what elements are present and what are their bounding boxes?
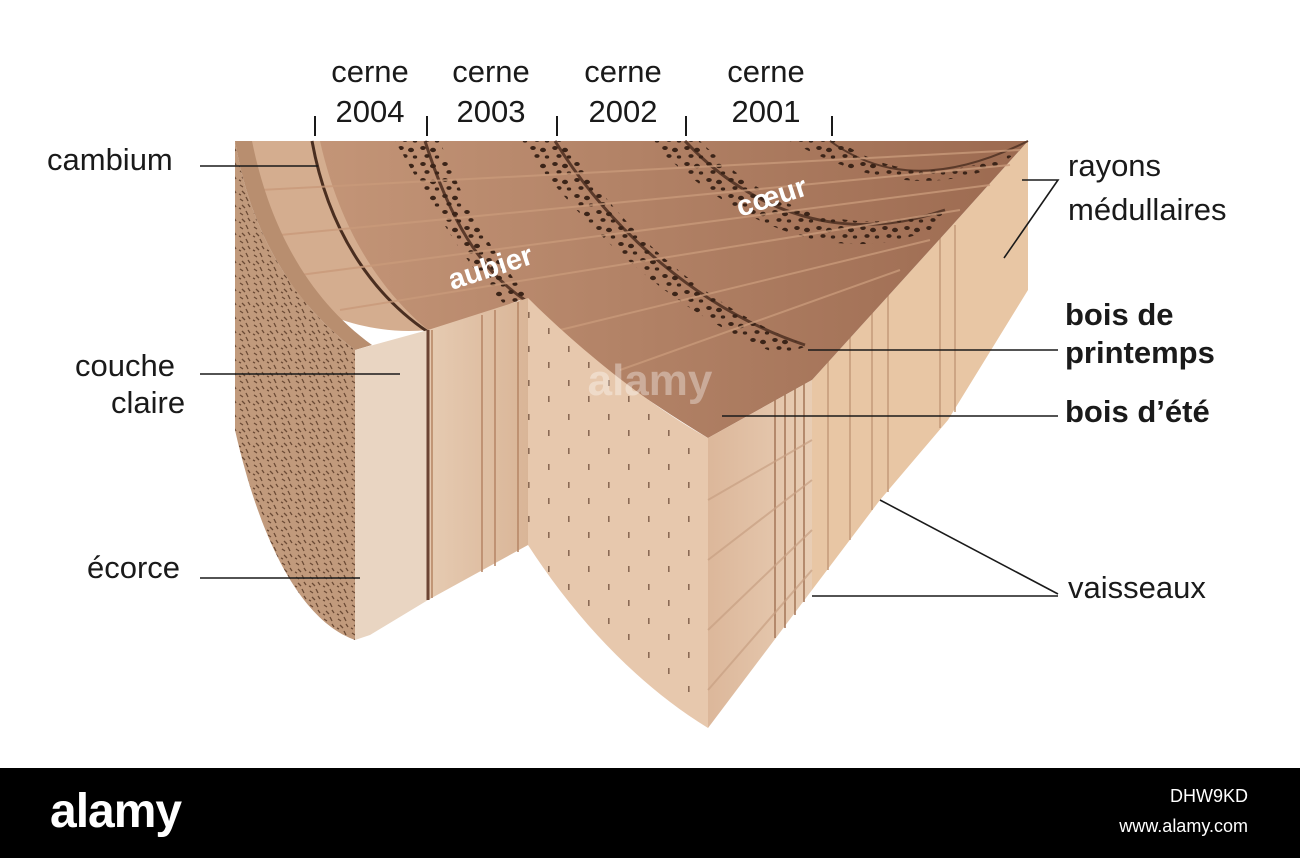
couche-claire-face [355,330,428,640]
ring-2002-label-line2: 2002 [589,94,658,129]
bois-printemps-label-line1: bois de [1065,297,1174,332]
ring-2004-label-line2: 2004 [336,94,405,129]
footer-bar: alamy DHW9KD www.alamy.com [0,768,1300,858]
top-surface [235,141,1028,438]
image-id: DHW9KD [1169,786,1248,806]
front-end-face [708,380,812,728]
top-rays [259,149,1021,371]
rayons-label-line2: médullaires [1068,192,1227,227]
watermark: alamy [588,356,713,405]
site-url[interactable]: www.alamy.com [1119,816,1248,836]
front-vessels [774,384,805,638]
bois-ete-label: bois d’été [1065,394,1210,429]
ring-2002-label-line1: cerne [584,54,662,89]
couche-claire-label-line2: claire [111,385,185,420]
ring-2004-vessels [431,302,519,598]
couche-claire-label-line1: couche [75,348,175,383]
right-face-lines [827,225,956,570]
ecorce-label: écorce [87,550,180,585]
vaisseaux-label: vaisseaux [1068,570,1206,605]
illustration-area: cerne 2004 cerne 2003 cerne 2002 cerne 2… [47,54,1227,728]
ring-2001-label-line1: cerne [727,54,805,89]
ring-2004-label-line1: cerne [331,54,409,89]
front-rays [707,439,813,691]
ring-ticks [314,116,833,136]
cambium-label: cambium [47,142,173,177]
wood-section-diagram: cerne 2004 cerne 2003 cerne 2002 cerne 2… [47,54,1227,728]
ring-2001-label-line2: 2001 [732,94,801,129]
bark-edge [235,141,372,350]
rayons-leader [1003,179,1060,259]
right-face [812,141,1028,590]
bark [235,141,355,640]
bois-printemps-label-line2: printemps [1065,335,1215,370]
alamy-logo[interactable]: alamy [50,785,182,838]
ring-2003-label-line1: cerne [452,54,530,89]
ring-2003-label-line2: 2003 [457,94,526,129]
rayons-label-line1: rayons [1068,148,1161,183]
ring-2003-dots [528,298,708,728]
vaisseaux-leader-1 [879,499,1059,595]
ring-2004-face [428,298,528,600]
